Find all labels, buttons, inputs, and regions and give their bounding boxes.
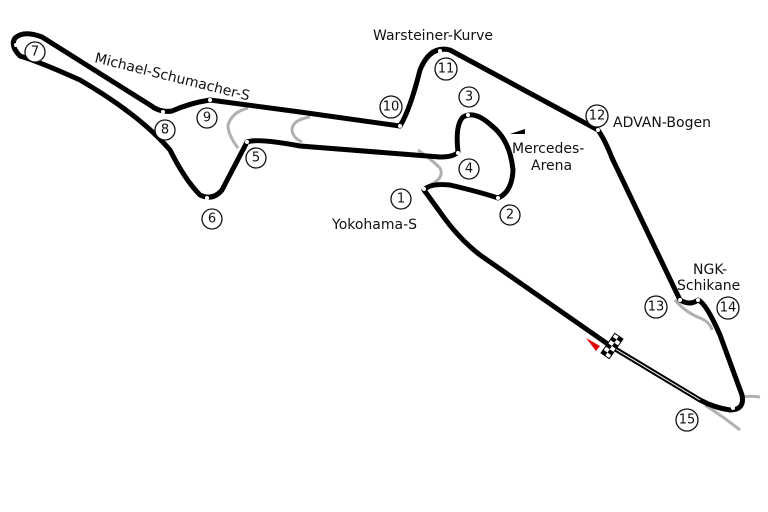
turn-5: 5 bbox=[245, 147, 267, 169]
turn-11: 11 bbox=[434, 57, 458, 81]
corner-markers bbox=[14, 43, 735, 410]
turn-10: 10 bbox=[379, 95, 403, 119]
turn-13: 13 bbox=[644, 295, 668, 319]
pit-lane-line bbox=[611, 346, 701, 401]
turn-15: 15 bbox=[675, 408, 699, 432]
svg-text:12: 12 bbox=[589, 109, 606, 124]
label-ngk-schikane-2: Schikane bbox=[677, 278, 740, 294]
label-yokohama-s: Yokohama-S bbox=[331, 217, 417, 233]
track-path bbox=[10, 31, 745, 413]
mercedes-flag-icon bbox=[510, 129, 525, 134]
turn-4: 4 bbox=[458, 158, 480, 180]
svg-text:9: 9 bbox=[203, 111, 211, 126]
label-ngk-schikane-1: NGK- bbox=[693, 262, 727, 278]
label-advan-bogen: ADVAN-Bogen bbox=[613, 115, 711, 131]
svg-text:11: 11 bbox=[438, 62, 455, 77]
turn-7: 7 bbox=[24, 41, 46, 63]
svg-text:13: 13 bbox=[648, 300, 665, 315]
turn-1: 1 bbox=[390, 188, 412, 210]
start-finish-flag bbox=[600, 332, 624, 360]
turn-12: 12 bbox=[585, 104, 609, 128]
turn-numbers: 1 2 3 4 5 6 7 8 9 10 11 12 13 14 15 bbox=[24, 41, 740, 432]
direction-arrow-icon bbox=[586, 338, 600, 351]
runoff-13 bbox=[673, 299, 714, 331]
label-warsteiner-kurve: Warsteiner-Kurve bbox=[373, 28, 493, 44]
runoff-10 bbox=[290, 115, 311, 144]
turn-9: 9 bbox=[196, 107, 218, 129]
label-mercedes-arena-1: Mercedes- bbox=[512, 141, 584, 157]
svg-text:14: 14 bbox=[720, 301, 737, 316]
svg-text:3: 3 bbox=[465, 90, 473, 105]
turn-8: 8 bbox=[154, 119, 176, 141]
turn-2: 2 bbox=[499, 204, 521, 226]
runoff-15b bbox=[704, 403, 741, 432]
label-michael-schumacher-s: Michael-Schumacher-S bbox=[93, 50, 251, 104]
svg-text:15: 15 bbox=[679, 413, 696, 428]
svg-text:4: 4 bbox=[465, 162, 473, 177]
svg-text:7: 7 bbox=[31, 45, 39, 60]
svg-text:6: 6 bbox=[208, 212, 216, 227]
turn-3: 3 bbox=[458, 86, 480, 108]
label-mercedes-arena-2: Arena bbox=[531, 158, 572, 174]
svg-text:10: 10 bbox=[383, 100, 400, 115]
svg-text:1: 1 bbox=[397, 192, 405, 207]
runoff-lines bbox=[226, 106, 761, 432]
turn-6: 6 bbox=[201, 208, 223, 230]
turn-14: 14 bbox=[716, 296, 740, 320]
svg-text:8: 8 bbox=[161, 123, 169, 138]
svg-text:2: 2 bbox=[506, 208, 514, 223]
runoff-8-9 bbox=[226, 106, 249, 149]
svg-text:5: 5 bbox=[252, 151, 260, 166]
